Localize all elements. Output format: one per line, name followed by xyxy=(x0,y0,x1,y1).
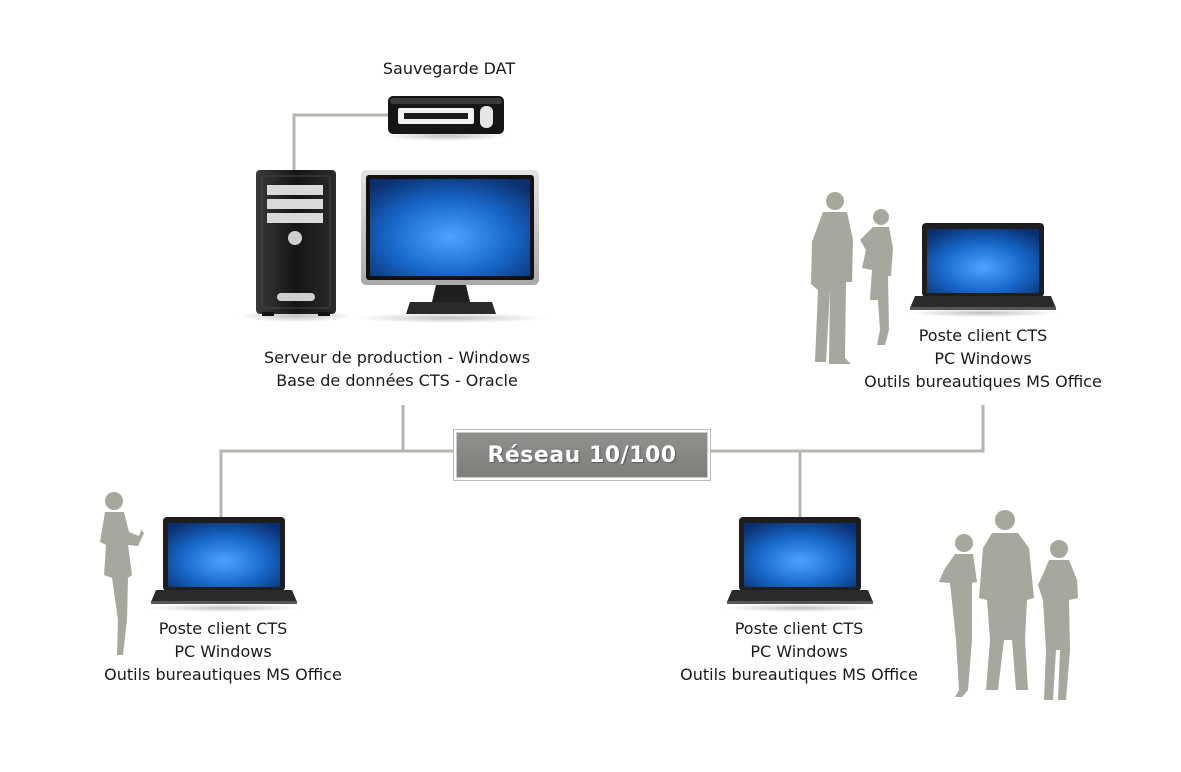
people-silhouette-top-right xyxy=(811,192,893,364)
client-label-bottom-right: Poste client CTS PC Windows Outils burea… xyxy=(668,617,930,686)
laptop-top-right xyxy=(908,223,1058,317)
client-label-line1: Poste client CTS xyxy=(158,619,288,638)
backup-label: Sauvegarde DAT xyxy=(382,59,516,78)
dat-backup-drive xyxy=(384,96,508,141)
server-label-line2: Base de données CTS - Oracle xyxy=(276,371,518,390)
client-label-line3: Outils bureautiques MS Office xyxy=(864,372,1102,391)
person-silhouette-bottom-left xyxy=(100,492,144,655)
people-silhouette-bottom-right xyxy=(939,510,1078,700)
client-label-line3: Outils bureautiques MS Office xyxy=(680,665,918,684)
backup-connector xyxy=(292,113,390,170)
server-label-line1: Serveur de production - Windows xyxy=(263,348,531,367)
client-label-line1: Poste client CTS xyxy=(734,619,864,638)
left-client-connector xyxy=(219,449,456,518)
client-label-top-right: Poste client CTS PC Windows Outils burea… xyxy=(852,324,1114,393)
server-label: Serveur de production - Windows Base de … xyxy=(250,346,544,392)
client-label-line2: PC Windows xyxy=(174,642,272,661)
laptop-bottom-left xyxy=(149,517,299,612)
network-label: Réseau 10/100 xyxy=(487,442,677,468)
client-label-line1: Poste client CTS xyxy=(918,326,1048,345)
client-label-line2: PC Windows xyxy=(750,642,848,661)
network-badge: Réseau 10/100 xyxy=(456,432,708,478)
server-monitor xyxy=(356,170,546,323)
client-label-bottom-left: Poste client CTS PC Windows Outils burea… xyxy=(92,617,354,686)
server-tower xyxy=(238,170,354,322)
right-network-connector xyxy=(706,405,985,453)
client-label-line3: Outils bureautiques MS Office xyxy=(104,665,342,684)
client-label-line2: PC Windows xyxy=(934,349,1032,368)
connector-lines xyxy=(219,113,985,518)
laptop-bottom-right xyxy=(725,517,875,612)
